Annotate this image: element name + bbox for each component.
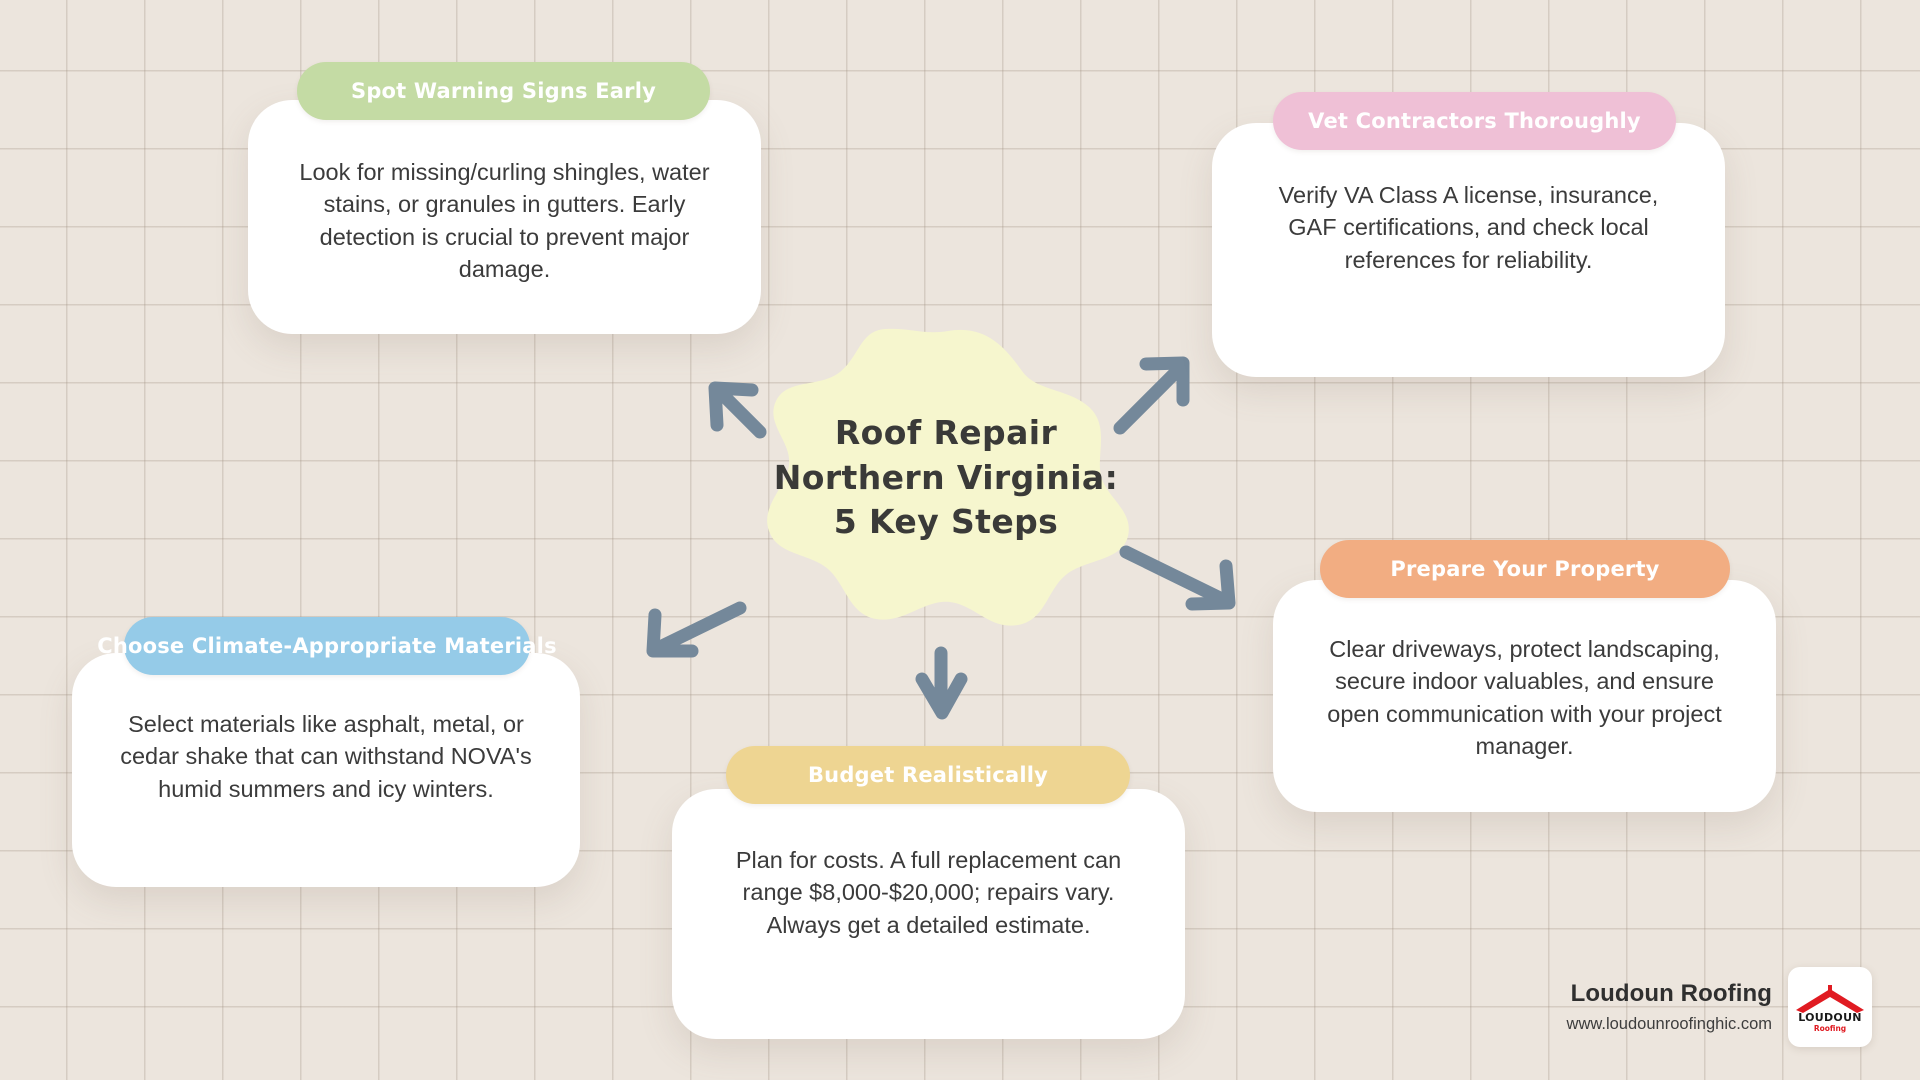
arrow-up-left xyxy=(708,381,767,439)
card-title-budget: Budget Realistically xyxy=(807,763,1049,787)
card-text-warning: Look for missing/curling shingles, water… xyxy=(299,159,710,283)
svg-text:Roofing: Roofing xyxy=(1814,1024,1846,1033)
brand-url[interactable]: www.loudounroofinghic.com xyxy=(1566,1015,1772,1033)
card-body-warning: Look for missing/curling shingles, water… xyxy=(248,100,761,334)
branding: Loudoun Roofing www.loudounroofinghic.co… xyxy=(1567,967,1872,1047)
card-header-prepare: Prepare Your Property xyxy=(1320,540,1730,598)
card-title-warning: Spot Warning Signs Early xyxy=(351,79,656,103)
arrow-down-right xyxy=(1119,545,1236,611)
card-header-vet: Vet Contractors Thoroughly xyxy=(1273,92,1676,150)
card-text-prepare: Clear driveways, protect landscaping, se… xyxy=(1327,636,1722,760)
svg-text:LOUDOUN: LOUDOUN xyxy=(1798,1011,1862,1024)
card-body-prepare: Clear driveways, protect landscaping, se… xyxy=(1273,580,1776,812)
card-body-vet: Verify VA Class A license, insurance, GA… xyxy=(1212,123,1725,377)
card-title-prepare: Prepare Your Property xyxy=(1390,557,1660,581)
arrow-down-left xyxy=(646,601,747,658)
card-title-materials: Choose Climate-Appropriate Materials xyxy=(97,634,557,658)
card-body-materials: Select materials like asphalt, metal, or… xyxy=(72,653,580,887)
card-header-budget: Budget Realistically xyxy=(726,746,1130,804)
roof-logo-icon: LOUDOUN Roofing xyxy=(1796,985,1864,1033)
loudoun-roofing-logo: LOUDOUN Roofing xyxy=(1788,967,1872,1047)
center-blob-shape xyxy=(767,328,1129,626)
card-body-budget: Plan for costs. A full replacement can r… xyxy=(672,789,1185,1039)
center-node: Roof Repair Northern Virginia: 5 Key Ste… xyxy=(756,328,1136,628)
card-header-materials: Choose Climate-Appropriate Materials xyxy=(97,617,557,675)
branding-text: Loudoun Roofing www.loudounroofinghic.co… xyxy=(1567,980,1772,1034)
card-header-warning: Spot Warning Signs Early xyxy=(297,62,710,120)
card-text-budget: Plan for costs. A full replacement can r… xyxy=(735,847,1122,938)
card-text-materials: Select materials like asphalt, metal, or… xyxy=(120,711,532,802)
arrow-down xyxy=(915,646,968,720)
card-text-vet: Verify VA Class A license, insurance, GA… xyxy=(1278,182,1659,273)
brand-name: Loudoun Roofing xyxy=(1570,980,1772,1007)
card-title-vet: Vet Contractors Thoroughly xyxy=(1308,109,1641,133)
